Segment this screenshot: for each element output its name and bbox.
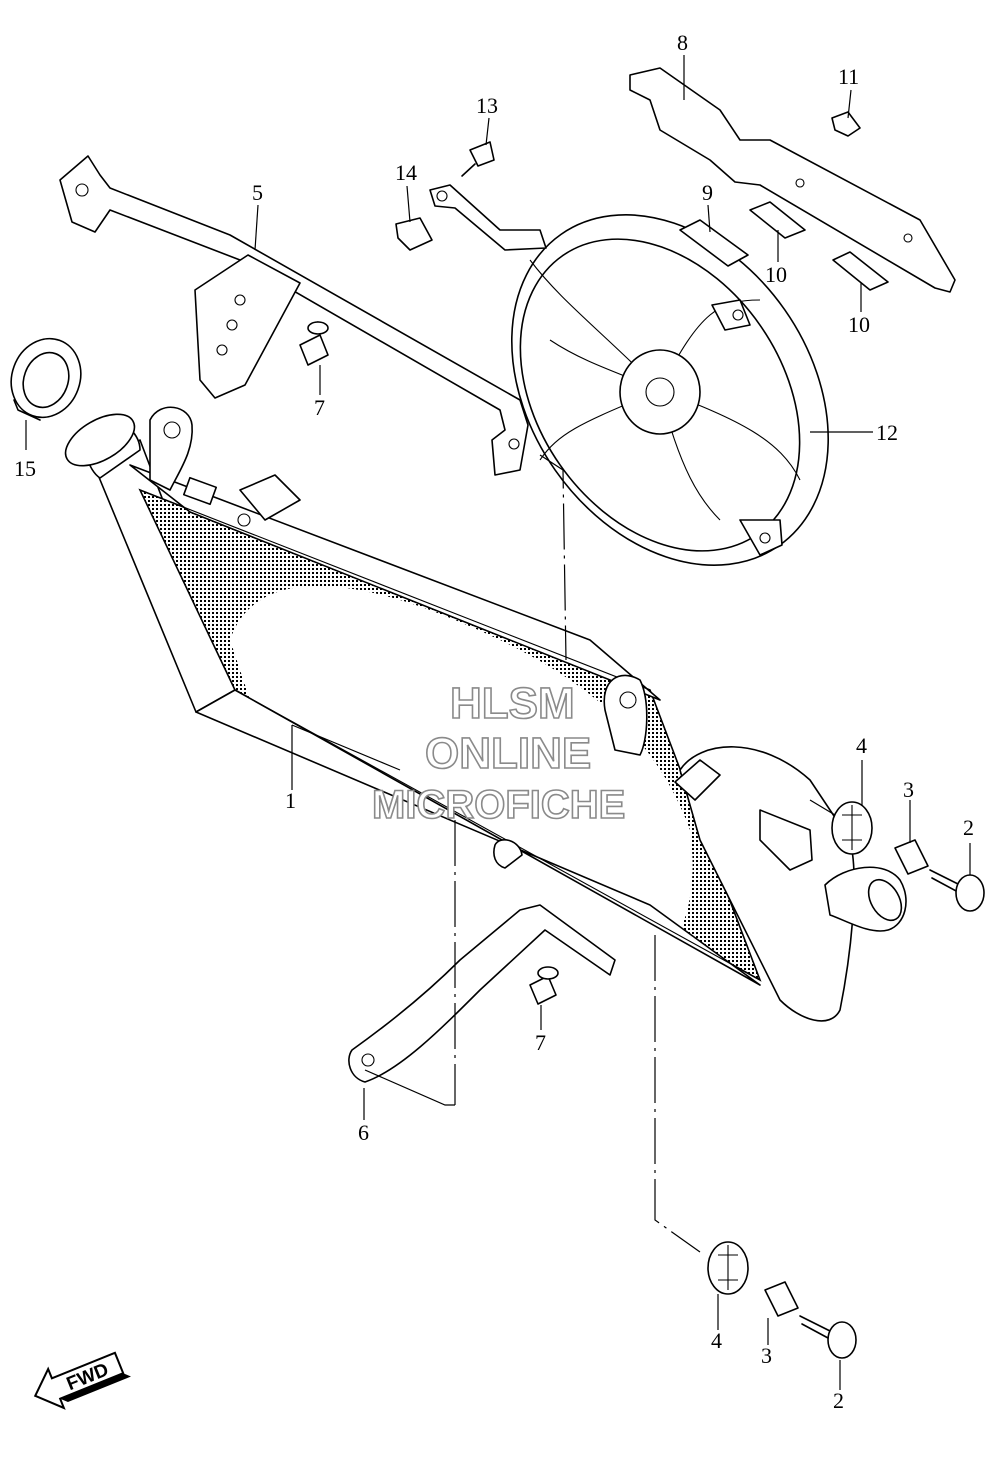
callout-cushion-pad: 9 [702,180,713,205]
watermark-line3: MICROFICHE [372,783,625,827]
callout-cushion-lower: 4 [711,1328,722,1353]
callout-collar-upper: 3 [903,777,914,802]
bolt-upper[interactable] [929,869,985,912]
bolt-lower-bracket[interactable] [529,966,559,1005]
callout-labels: 1 2 2 3 3 4 4 5 6 7 7 8 9 10 10 11 12 13… [14,30,974,1413]
clamp[interactable] [395,217,433,251]
lower-bracket[interactable] [348,904,616,1083]
fwd-arrow-icon [33,1351,125,1410]
assembly-lines [364,454,836,1253]
upper-bracket[interactable] [59,155,529,476]
leader-lines [25,55,971,1390]
fwd-direction-badge: FWD [33,1351,131,1410]
callout-collar-lower: 3 [761,1343,772,1368]
callout-radiator-cap: 15 [14,456,36,481]
callout-bolt-upper: 2 [963,815,974,840]
callout-radiator: 1 [285,788,296,813]
cushion-upper[interactable] [831,801,873,855]
callout-bolt-upper-bracket: 7 [314,395,325,420]
callout-pad-b: 10 [848,312,870,337]
radiator[interactable] [57,404,908,1022]
callout-lower-bracket: 6 [358,1120,369,1145]
callout-clamp: 14 [395,160,417,185]
callout-bolt-lower-bracket: 7 [535,1030,546,1055]
collar-upper[interactable] [894,839,929,875]
radiator-cap[interactable] [0,329,91,427]
watermark-line2: ONLINE [425,729,591,778]
pad-b[interactable] [832,251,889,291]
callout-clip-nut: 11 [838,64,859,89]
callout-fan-cover: 8 [677,30,688,55]
collar-lower[interactable] [764,1281,799,1317]
watermark-line1: HLSM [450,679,575,728]
cushion-lower[interactable] [707,1241,749,1295]
callout-bolt-lower: 2 [833,1388,844,1413]
cushion-pad[interactable] [679,219,749,267]
bolt-lower[interactable] [799,1315,857,1359]
callout-upper-bracket: 5 [252,180,263,205]
cooling-fan[interactable] [429,154,894,626]
bolt-upper-bracket[interactable] [299,321,329,366]
fan-bolt[interactable] [461,141,495,177]
callout-pad-a: 10 [765,262,787,287]
callout-fan-bolt: 13 [476,93,498,118]
pad-a[interactable] [749,201,806,239]
callout-cushion-upper: 4 [856,733,867,758]
watermark: HLSM ONLINE MICROFICHE [371,678,626,828]
fan-cover[interactable] [629,67,956,293]
callout-cooling-fan: 12 [876,420,898,445]
clip-nut[interactable] [831,111,861,137]
